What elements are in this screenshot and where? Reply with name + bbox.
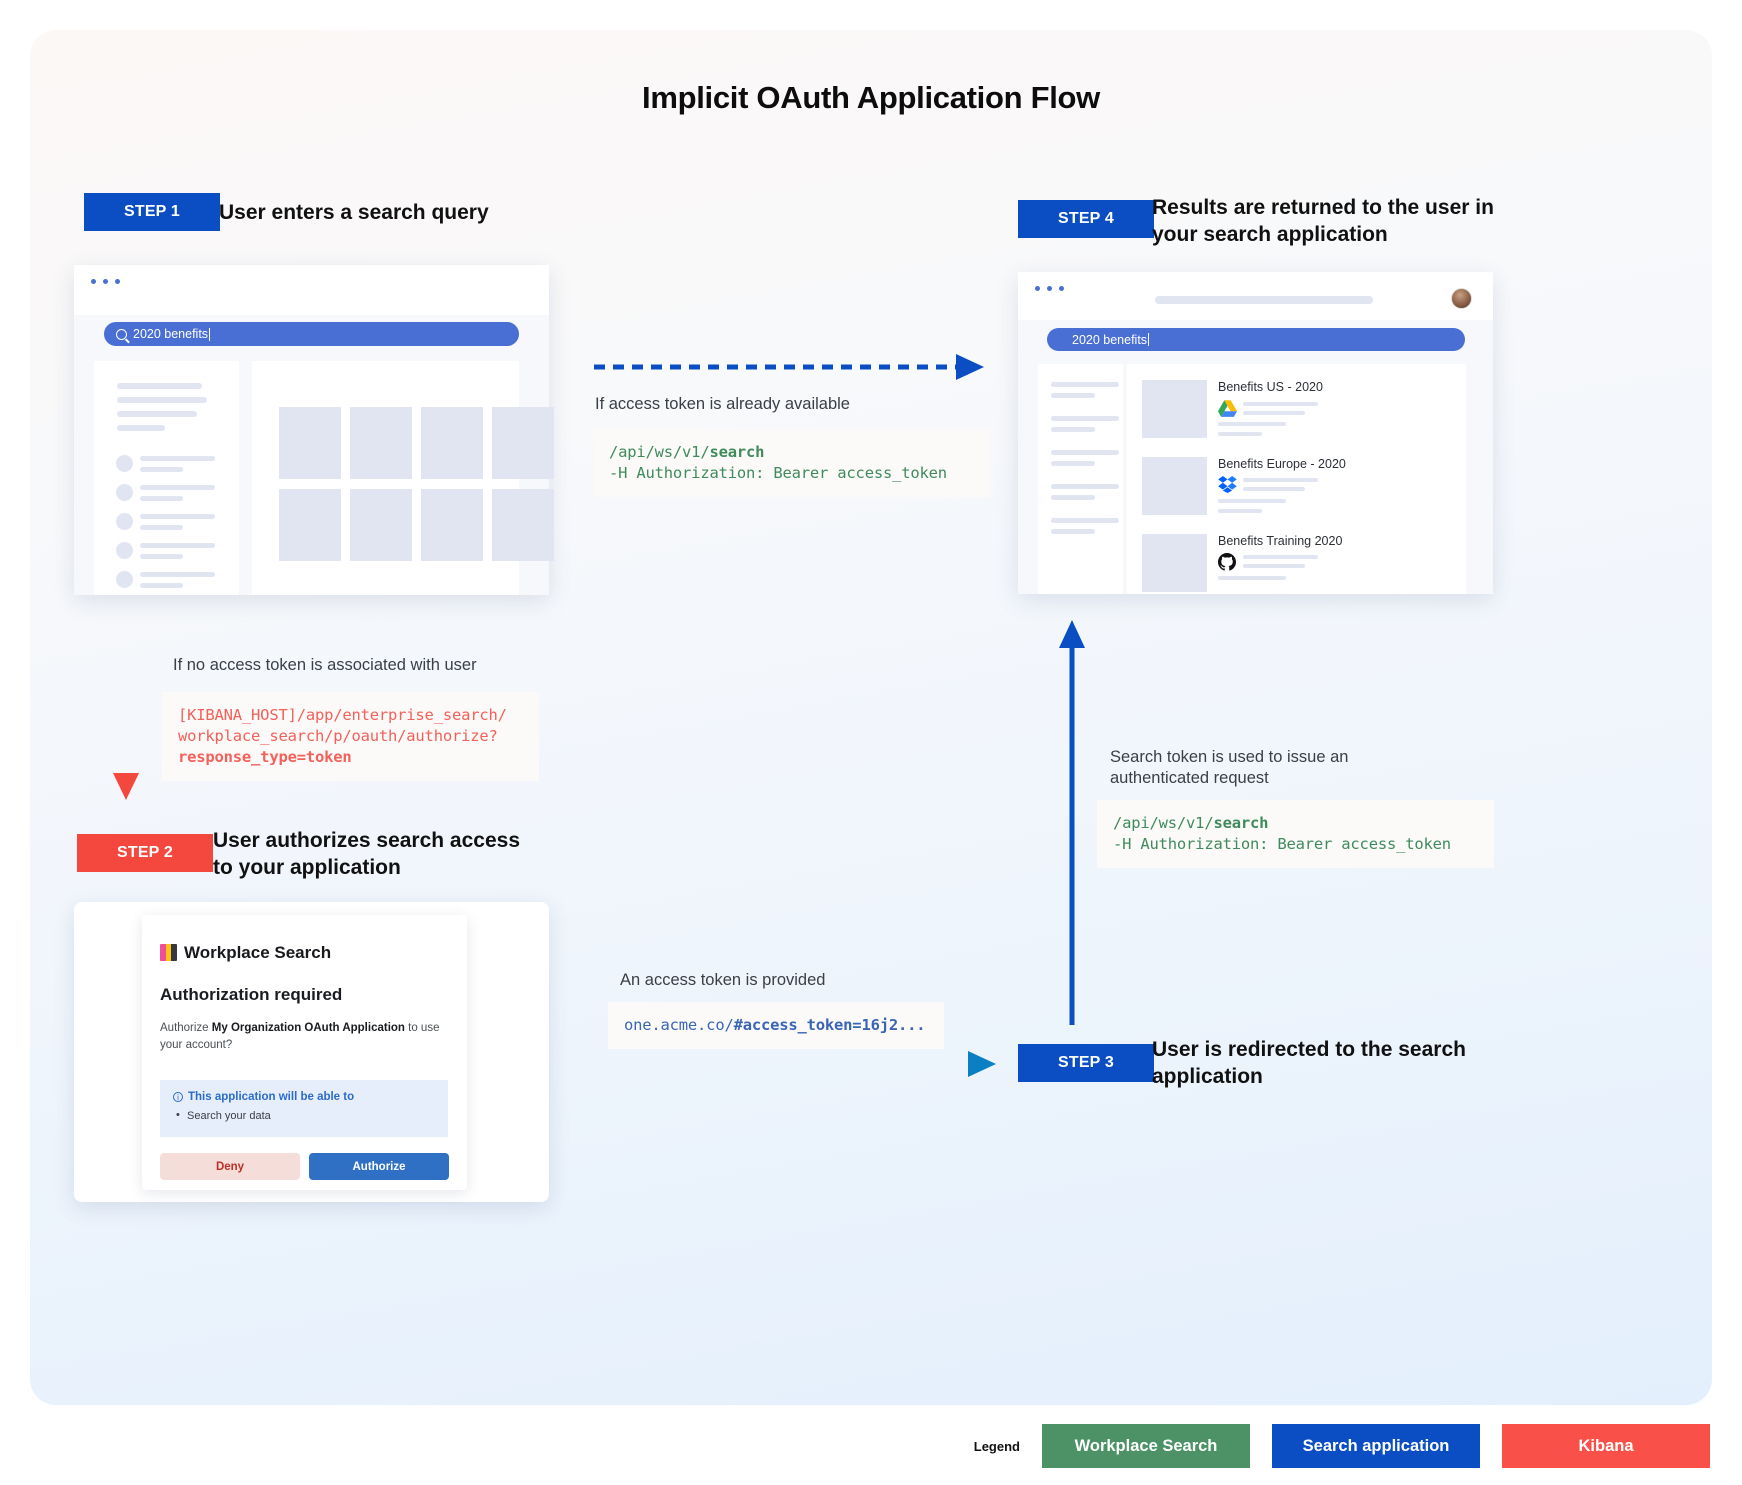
step-2-badge: STEP 2 bbox=[77, 834, 213, 872]
workplace-search-mark-icon bbox=[160, 944, 177, 961]
step-3-badge: STEP 3 bbox=[1018, 1044, 1154, 1082]
url-bar bbox=[1155, 296, 1373, 304]
results-grid bbox=[252, 361, 554, 595]
step-2-browser-mock: Workplace Search Authorization required … bbox=[74, 902, 549, 1202]
window-dots-icon bbox=[91, 279, 120, 284]
search-icon bbox=[116, 328, 127, 340]
github-icon bbox=[1218, 553, 1236, 571]
arrow-step3-to-step4 bbox=[1059, 620, 1085, 1025]
results-list: Benefits US - 2020 Benefits Europe - 202… bbox=[1127, 364, 1466, 594]
authorization-dialog: Workplace Search Authorization required … bbox=[142, 915, 467, 1190]
code-search-request-bottom: /api/ws/v1/search -H Authorization: Bear… bbox=[1097, 800, 1494, 868]
avatar bbox=[1451, 288, 1472, 309]
step-1-browser-mock: 2020 benefits bbox=[74, 265, 554, 595]
info-icon: i bbox=[173, 1092, 183, 1102]
legend-chip-kibana: Kibana bbox=[1502, 1424, 1710, 1468]
dropbox-icon bbox=[1218, 476, 1237, 493]
search-input[interactable]: 2020 benefits bbox=[1047, 328, 1465, 351]
facets-panel bbox=[94, 361, 239, 595]
step-1-badge: STEP 1 bbox=[84, 193, 220, 231]
legend-label: Legend bbox=[973, 1438, 1020, 1454]
step-2-title: User authorizes search access to your ap… bbox=[213, 829, 521, 879]
result-title: Benefits Training 2020 bbox=[1218, 534, 1343, 548]
step-4-browser-mock: 2020 benefits Benefits US - 2020 bbox=[1018, 272, 1493, 594]
result-thumbnail bbox=[1142, 534, 1207, 592]
result-title: Benefits US - 2020 bbox=[1218, 380, 1323, 394]
dialog-body: Authorize My Organization OAuth Applicat… bbox=[160, 1022, 440, 1052]
arrow-token-available bbox=[594, 354, 984, 380]
arrow-redirect-to-app bbox=[594, 1051, 996, 1077]
app-body: 2020 benefits Benefits US - 2020 bbox=[1018, 320, 1493, 594]
legend: Legend Workplace Search Search applicati… bbox=[0, 1424, 1742, 1468]
search-input[interactable]: 2020 benefits bbox=[104, 322, 519, 346]
deny-button[interactable]: Deny bbox=[160, 1153, 300, 1180]
legend-chip-search-application: Search application bbox=[1272, 1424, 1480, 1468]
arrow-step1-to-step2 bbox=[113, 607, 139, 800]
page-title: Implicit OAuth Application Flow bbox=[642, 80, 1100, 115]
note-no-token: If no access token is associated with us… bbox=[173, 656, 477, 674]
google-drive-icon bbox=[1218, 400, 1237, 417]
facets-panel bbox=[1038, 364, 1123, 594]
code-redirect-url: one.acme.co/#access_token=16j2... bbox=[608, 1002, 944, 1049]
workplace-search-logo: Workplace Search bbox=[160, 943, 331, 963]
result-thumbnail bbox=[1142, 380, 1207, 438]
dialog-heading: Authorization required bbox=[160, 985, 343, 1004]
note-authenticated-request: Search token is used to issue an authent… bbox=[1110, 748, 1349, 788]
step-4-badge: STEP 4 bbox=[1018, 200, 1154, 238]
note-token-available: If access token is already available bbox=[595, 395, 850, 413]
result-thumbnail bbox=[1142, 457, 1207, 515]
window-dots-icon bbox=[1035, 286, 1064, 291]
authorize-button[interactable]: Authorize bbox=[309, 1153, 449, 1180]
step-4-title: Results are returned to the user in your… bbox=[1152, 196, 1494, 246]
app-body: 2020 benefits bbox=[74, 315, 554, 595]
code-authorize-url: [KIBANA_HOST]/app/enterprise_search/ wor… bbox=[162, 692, 539, 781]
legend-chip-workplace-search: Workplace Search bbox=[1042, 1424, 1250, 1468]
result-title: Benefits Europe - 2020 bbox=[1218, 457, 1346, 471]
step-1-title: User enters a search query bbox=[219, 201, 489, 224]
note-token-provided: An access token is provided bbox=[620, 971, 826, 989]
permission-item: Search your data bbox=[173, 1109, 435, 1122]
step-3-title: User is redirected to the search applica… bbox=[1152, 1038, 1466, 1088]
code-search-request-top: /api/ws/v1/search -H Authorization: Bear… bbox=[593, 429, 990, 497]
